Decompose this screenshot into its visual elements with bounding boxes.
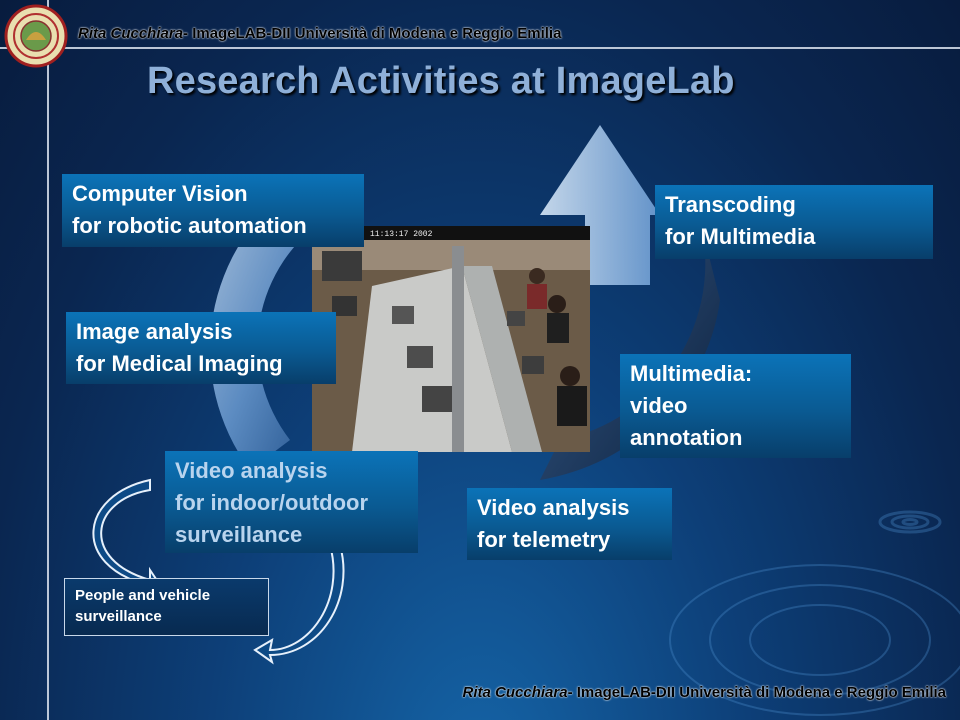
box-video-telemetry: Video analysis for telemetry: [467, 488, 672, 560]
footer-credit-name: Rita Cucchiara: [462, 684, 568, 701]
footer-credit: Rita Cucchiara- ImageLAB-DII Università …: [463, 684, 946, 701]
ripple-decoration: [669, 510, 960, 716]
box-people-vehicle: People and vehicle surveillance: [64, 578, 269, 636]
header-credit-name: Rita Cucchiara: [78, 25, 184, 42]
horizontal-divider-line: [0, 47, 960, 49]
box-video-surveillance: Video analysis for indoor/outdoor survei…: [165, 451, 418, 553]
box-image-analysis: Image analysis for Medical Imaging: [66, 312, 336, 384]
university-seal-logo: [4, 4, 68, 68]
lab-photo: 11:13:17 2002: [312, 226, 590, 452]
header-credit-affiliation: - ImageLAB-DII Università di Modena e Re…: [183, 25, 562, 42]
footer-credit-affiliation: - ImageLAB-DII Università di Modena e Re…: [567, 684, 946, 701]
vertical-divider-line: [47, 0, 49, 720]
photo-timestamp: 11:13:17 2002: [370, 230, 433, 239]
box-transcoding: Transcoding for Multimedia: [655, 185, 933, 259]
box-multimedia: Multimedia: video annotation: [620, 354, 851, 458]
box-computer-vision: Computer Vision for robotic automation: [62, 174, 364, 247]
header-credit: Rita Cucchiara- ImageLAB-DII Università …: [78, 25, 561, 42]
slide-title: Research Activities at ImageLab: [147, 60, 735, 102]
